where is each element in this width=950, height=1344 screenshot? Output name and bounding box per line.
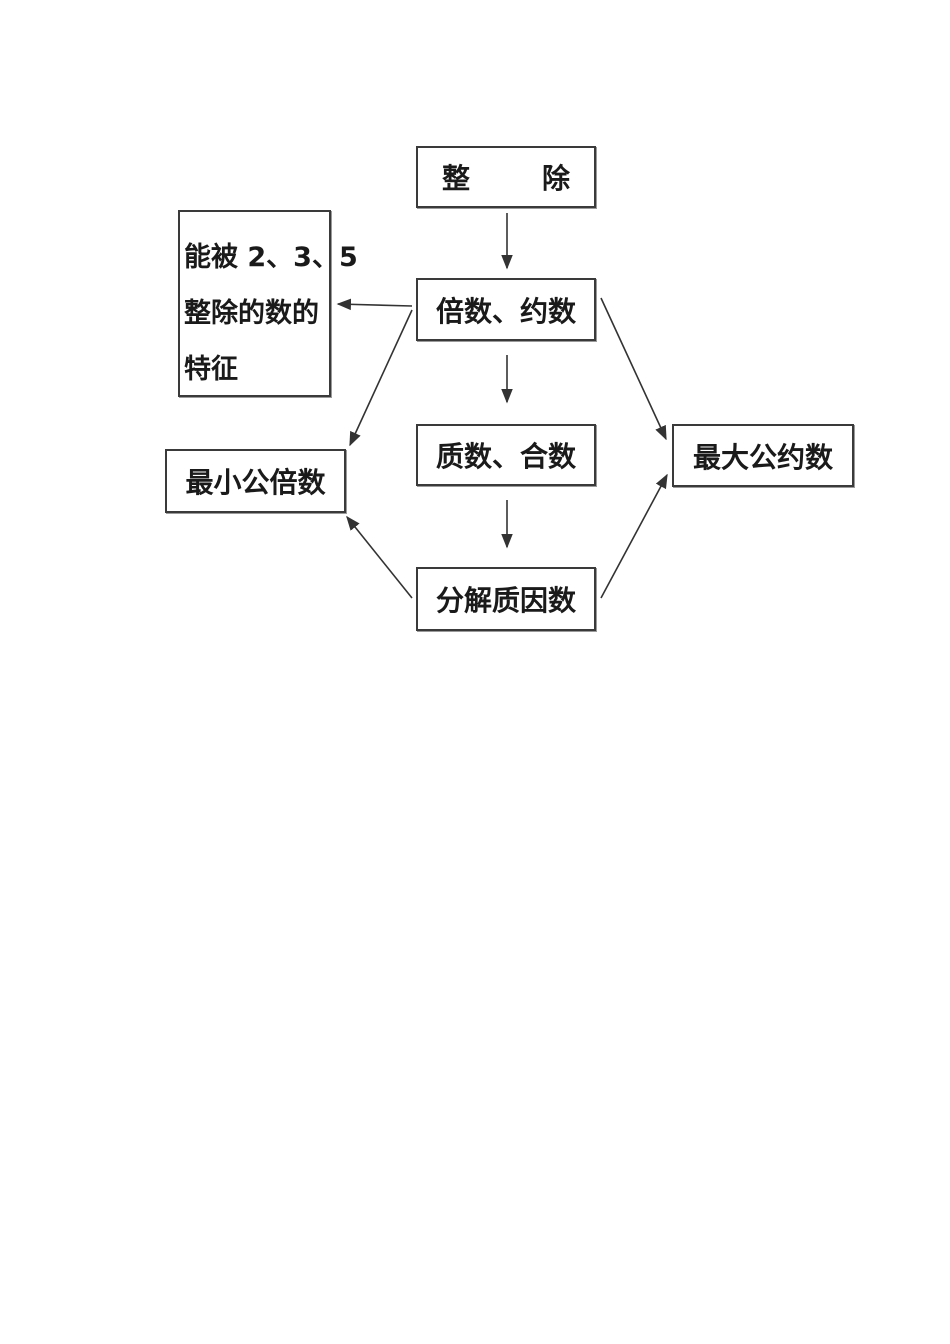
arrow-factorization-to-lcm	[346, 515, 413, 599]
node-primes-composites: 质数、合数	[416, 424, 596, 486]
node-gcd: 最大公约数	[672, 424, 854, 487]
node-divisibility-features: 能被 2、3、5 整除的数的 特征	[178, 210, 358, 397]
node-prime-factorization: 分解质因数	[416, 567, 596, 631]
node-divisibility-left: 整	[442, 162, 471, 195]
node-gcd-label: 最大公约数	[692, 440, 833, 474]
arrow-multiples-to-gcd	[600, 297, 667, 441]
node-lcm: 最小公倍数	[165, 449, 346, 513]
arrow-factorization-to-gcd	[600, 473, 668, 599]
arrow-multiples-to-features	[336, 298, 413, 311]
node-lcm-label: 最小公倍数	[185, 466, 326, 499]
node-divisibility-right: 除	[541, 162, 570, 195]
node-multiples-divisors-label: 倍数、约数	[435, 294, 576, 328]
node-multiples-divisors: 倍数、约数	[416, 278, 596, 341]
node-features-line3: 特征	[184, 354, 238, 385]
node-prime-factorization-label: 分解质因数	[435, 584, 576, 617]
arrow-multiples-to-lcm	[349, 309, 413, 447]
node-features-line2: 整除的数的	[184, 298, 319, 329]
node-primes-composites-label: 质数、合数	[435, 440, 576, 473]
node-divisibility: 整 除	[416, 146, 596, 208]
node-features-line1: 能被 2、3、5	[184, 242, 358, 273]
